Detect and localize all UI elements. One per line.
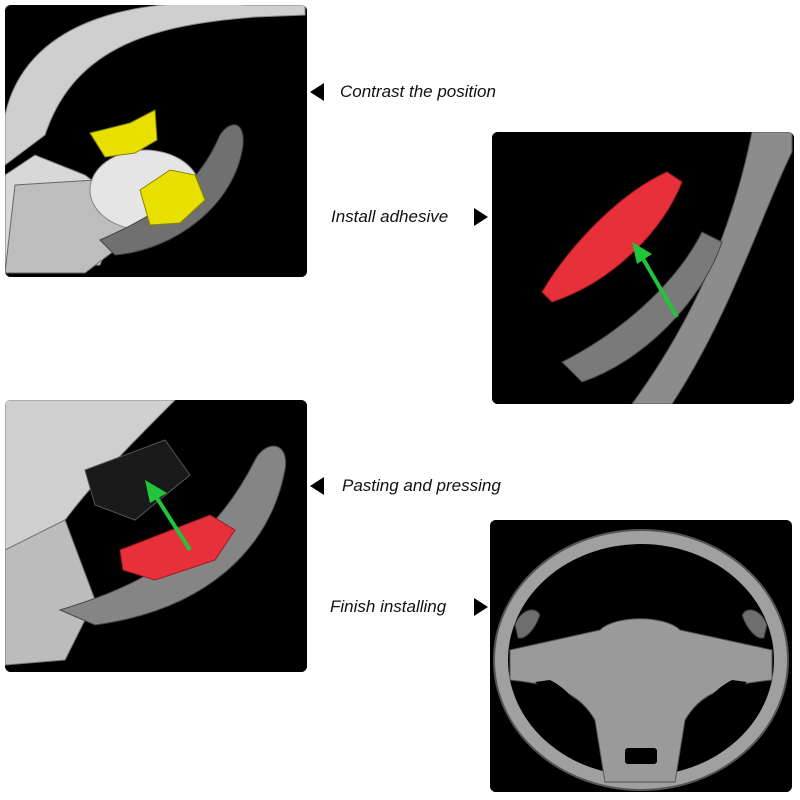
- step4-caption: Finish installing: [330, 597, 447, 616]
- step1-illustration: [5, 5, 307, 277]
- pointer-arrow-icon: [474, 208, 488, 226]
- step3-image-panel: [5, 400, 307, 672]
- green-arrow-icon: [632, 242, 652, 264]
- step1-image-panel: [5, 5, 307, 277]
- pointer-arrow-icon: [310, 83, 324, 101]
- step2-caption: Install adhesive: [331, 207, 449, 226]
- step3-illustration: [5, 400, 307, 672]
- step2-illustration: [492, 132, 794, 404]
- step4-image-panel: [490, 520, 792, 792]
- green-arrow-icon: [145, 480, 167, 503]
- pointer-arrow-icon: [310, 477, 324, 495]
- step4-illustration: [490, 520, 792, 792]
- step1-caption: Contrast the position: [340, 82, 496, 101]
- step2-image-panel: [492, 132, 794, 404]
- step3-caption: Pasting and pressing: [342, 476, 501, 495]
- pointer-arrow-icon: [474, 598, 488, 616]
